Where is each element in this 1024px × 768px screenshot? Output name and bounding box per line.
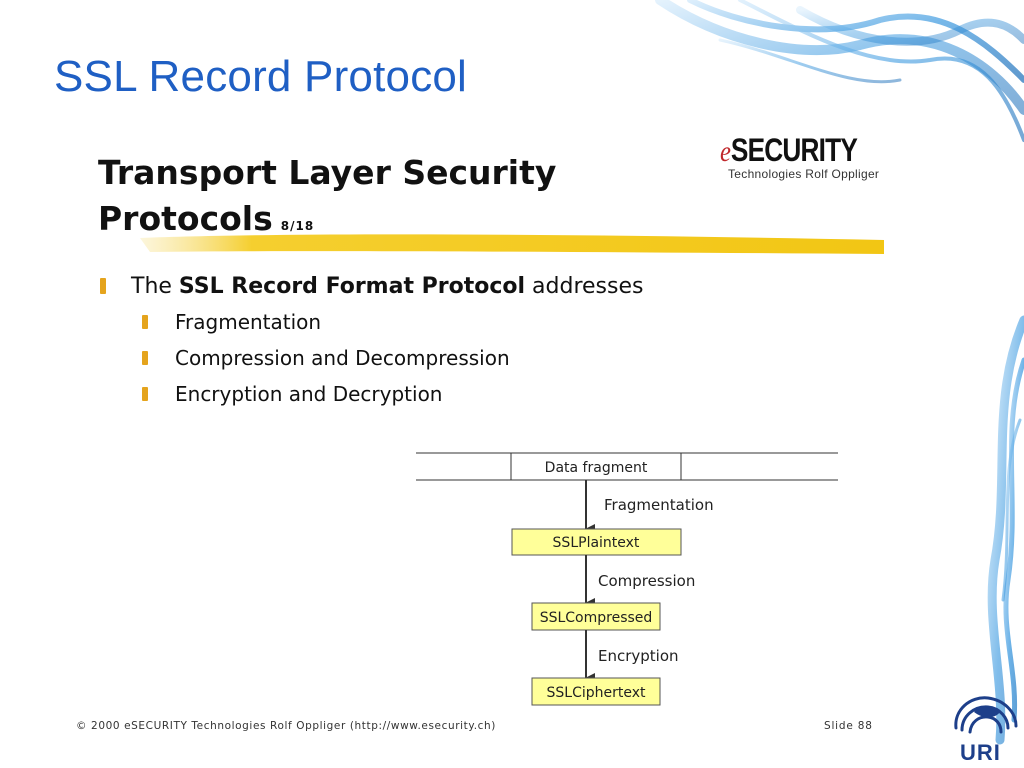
main-bullet-pre: The	[131, 273, 179, 299]
box-sslcompressed-label: SSLCompressed	[540, 610, 653, 626]
data-fragment-bar: Data fragment	[416, 452, 838, 481]
footer-copyright: © 2000 eSECURITY Technologies Rolf Oppli…	[76, 720, 496, 732]
box-sslciphertext	[531, 677, 661, 706]
uri-logo-icon	[954, 696, 1018, 734]
sub-bullet-2: Compression and Decompression	[142, 340, 643, 376]
brand-logo-text: eSECURITY	[720, 132, 858, 169]
sub-bullet-text: Encryption and Decryption	[175, 382, 443, 406]
main-bullet-post: addresses	[525, 273, 644, 299]
right-swirl	[987, 315, 1024, 745]
page-number: 8/18	[280, 219, 315, 233]
brand-name: SECURITY	[730, 132, 858, 168]
action-fragmentation: Fragmentation	[604, 496, 714, 514]
brand-prefix: e	[720, 135, 731, 168]
box-sslplaintext	[511, 528, 682, 556]
action-encryption: Encryption	[598, 647, 679, 665]
box-sslciphertext-label: SSLCiphertext	[547, 685, 647, 701]
z-bullet-icon	[142, 387, 148, 401]
footer-slide-number: Slide 88	[824, 720, 873, 732]
sub-bullet-1: Fragmentation	[142, 304, 643, 340]
data-fragment-label: Data fragment	[545, 460, 648, 476]
box-sslplaintext-label: SSLPlaintext	[553, 535, 640, 551]
brand-subtitle: Technologies Rolf Oppliger	[728, 167, 880, 181]
heading-line-2-row: Protocols 8/18	[98, 196, 556, 249]
heading-line-2: Protocols	[98, 199, 273, 238]
top-swirl	[655, 0, 1024, 142]
uri-logo-text: URI	[960, 740, 1001, 765]
main-bullet: The SSL Record Format Protocol addresses	[100, 268, 643, 304]
main-bullet-bold: SSL Record Format Protocol	[178, 273, 526, 299]
sub-bullet-text: Compression and Decompression	[175, 346, 510, 370]
heading-line-1: Transport Layer Security	[98, 153, 557, 192]
z-bullet-icon	[142, 315, 148, 329]
main-bullet-text: The SSL Record Format Protocol addresses	[131, 274, 643, 299]
sub-bullet-3: Encryption and Decryption	[142, 376, 643, 412]
action-compression: Compression	[598, 572, 695, 590]
bullet-list: The SSL Record Format Protocol addresses…	[100, 268, 643, 412]
slide-title: SSL Record Protocol	[54, 52, 468, 101]
sub-bullet-text: Fragmentation	[175, 310, 322, 334]
esecurity-brand: eSECURITY Technologies Rolf Oppliger	[720, 132, 885, 181]
z-bullet-icon	[142, 351, 148, 365]
box-sslcompressed	[531, 602, 661, 631]
highlight-stroke	[140, 234, 884, 254]
embedded-heading: Transport Layer Security Protocols 8/18	[98, 150, 556, 249]
z-bullet-icon	[100, 278, 106, 294]
